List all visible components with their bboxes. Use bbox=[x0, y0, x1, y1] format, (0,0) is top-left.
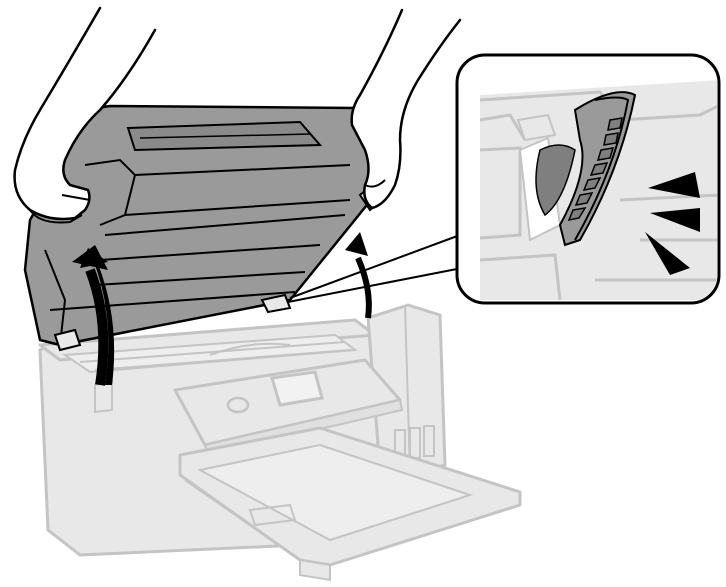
callout-lines bbox=[287, 234, 463, 303]
right-hand bbox=[350, 8, 462, 210]
scanner-unit bbox=[23, 104, 387, 352]
detail-inset bbox=[455, 53, 721, 305]
left-hand bbox=[13, 6, 157, 224]
printer-body bbox=[38, 303, 522, 582]
curved-up-arrow-icon bbox=[345, 232, 372, 319]
curved-up-arrow-icon bbox=[72, 245, 115, 386]
click-sound-icon bbox=[645, 172, 700, 275]
